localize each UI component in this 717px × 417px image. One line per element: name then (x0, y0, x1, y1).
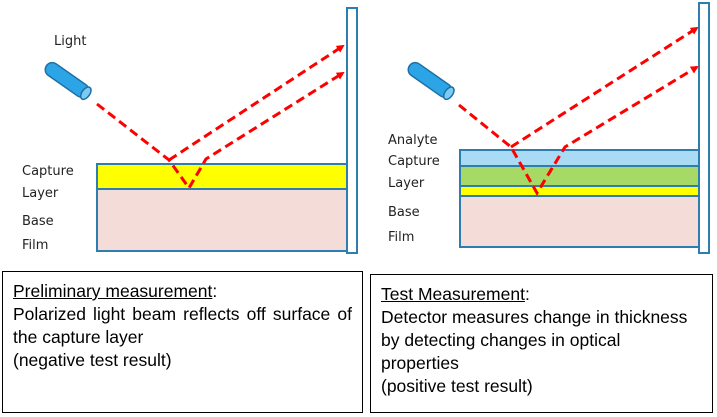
right-thin-layer (459, 185, 700, 197)
left-reflected-beam (168, 44, 345, 162)
right-analyte-layer (459, 149, 700, 167)
left-capture-layer (96, 163, 348, 190)
left-label-layer: Layer (22, 186, 59, 201)
right-label-layer: Layer (388, 176, 425, 191)
right-caption-box: Test Measurement: Detector measures chan… (370, 274, 713, 413)
left-caption-box: Preliminary measurement: Polarized light… (2, 271, 363, 413)
right-label-analyte: Analyte (388, 133, 438, 148)
left-caption-text: Polarized light beam reflects off surfac… (13, 304, 352, 347)
left-light-source-icon (44, 61, 92, 101)
right-caption-colon: : (524, 284, 530, 304)
left-detector (346, 7, 358, 254)
right-incident-beam (458, 65, 699, 196)
right-label-base: Base (388, 205, 420, 220)
right-base-film (459, 195, 700, 248)
left-caption-colon: : (212, 281, 218, 301)
left-label-base: Base (22, 214, 54, 229)
right-reflected-beam (510, 26, 699, 149)
right-detector (698, 2, 710, 254)
right-caption-result: (positive test result) (381, 376, 533, 396)
left-incident-beam (96, 71, 345, 191)
right-caption-text: Detector measures change in thickness by… (381, 307, 688, 373)
right-label-film: Film (388, 230, 415, 245)
left-caption-result: (negative test result) (13, 350, 172, 370)
left-label-film: Film (22, 238, 49, 253)
right-label-capture: Capture (388, 154, 440, 169)
right-diagram (407, 2, 710, 254)
left-label-capture: Capture (22, 164, 74, 179)
diagram-canvas (44, 2, 710, 254)
light-label: Light (54, 34, 87, 49)
left-caption-title: Preliminary measurement (13, 281, 213, 301)
right-light-source-icon (407, 61, 455, 101)
right-caption-title: Test Measurement (381, 284, 525, 304)
left-base-film (96, 188, 348, 252)
left-diagram (44, 7, 358, 254)
right-capture-layer (459, 165, 700, 187)
